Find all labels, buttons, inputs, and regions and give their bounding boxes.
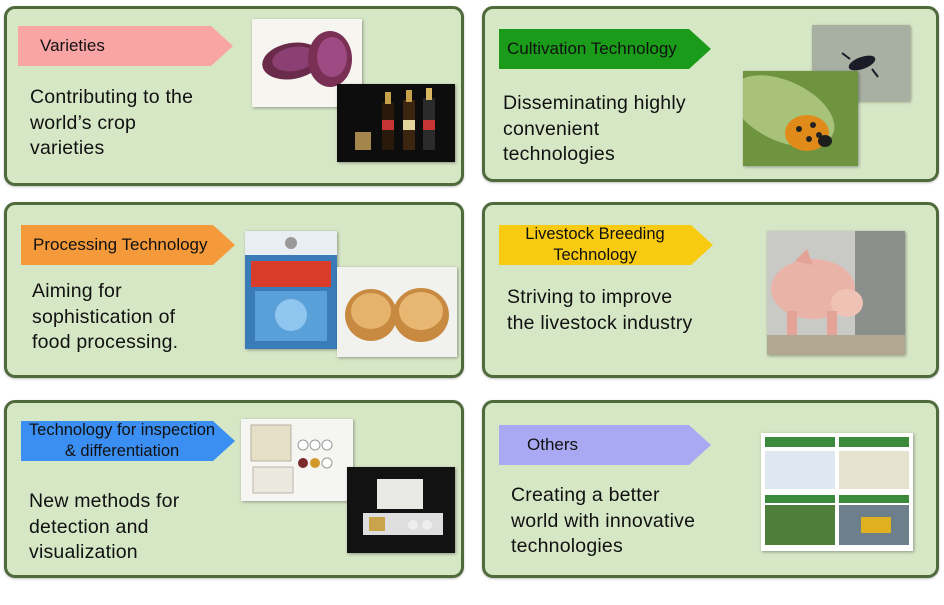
inspection-description: New methods for detection and visualizat…	[29, 490, 180, 563]
tag-others: Others	[499, 425, 711, 465]
inspection-device-photo	[347, 467, 455, 553]
tag-inspection: Technology for inspection & differentiat…	[21, 421, 235, 461]
card-inspection: Technology for inspection & differentiat…	[4, 400, 464, 578]
ladybug-photo	[743, 71, 858, 166]
snack-package-photo	[245, 231, 337, 349]
others-description: Creating a better world with innovative …	[511, 484, 696, 557]
card-varieties: Varieties Contributing to the world’s cr…	[4, 6, 464, 186]
tag-processing: Processing Technology	[21, 225, 235, 265]
bottles-photo	[337, 84, 455, 162]
bread-photo	[337, 267, 457, 357]
card-cultivation: Cultivation Technology Disseminating hig…	[482, 6, 939, 182]
card-others: Others Creating a better world with inno…	[482, 400, 939, 578]
card-processing: Processing Technology Aiming for sophist…	[4, 202, 464, 378]
sweet-potato-photo	[252, 19, 362, 107]
varieties-description: Contributing to the world’s crop varieti…	[30, 86, 194, 159]
livestock-description: Striving to improve the livestock indust…	[507, 286, 693, 334]
technology-poster-photo	[761, 433, 913, 551]
card-livestock: Livestock Breeding Technology Striving t…	[482, 202, 939, 378]
processing-description: Aiming for sophistication of food proces…	[32, 280, 179, 353]
tag-varieties: Varieties	[18, 26, 233, 66]
test-kit-photo	[241, 419, 353, 501]
tag-livestock: Livestock Breeding Technology	[499, 225, 713, 265]
tag-cultivation: Cultivation Technology	[499, 29, 711, 69]
pig-photo	[767, 231, 905, 355]
cultivation-description: Disseminating highly convenient technolo…	[503, 92, 686, 165]
